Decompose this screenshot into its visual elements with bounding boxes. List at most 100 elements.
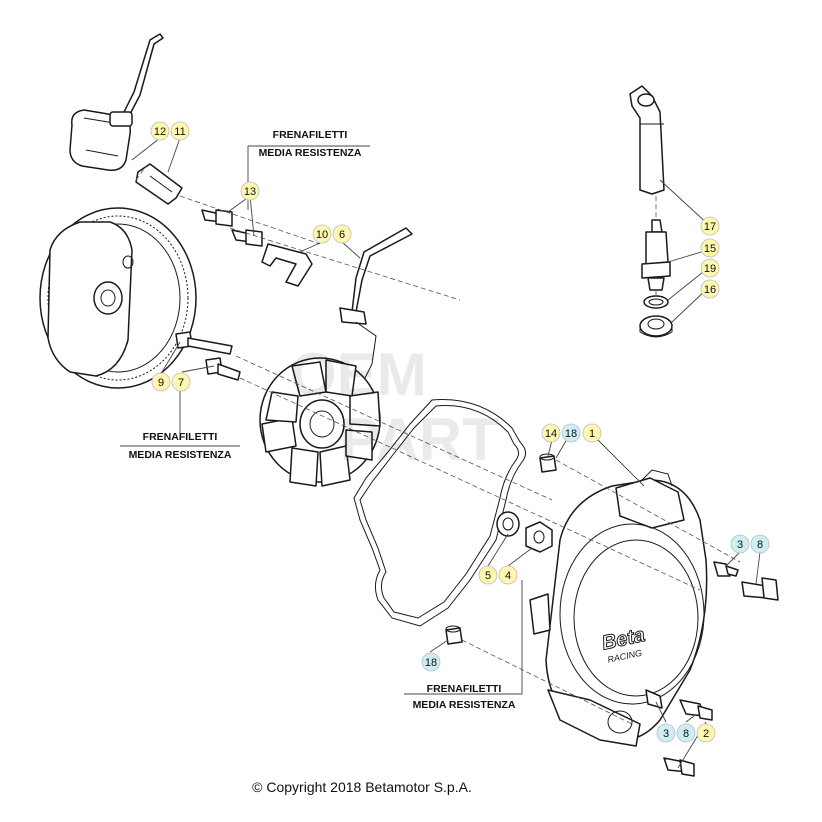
- callout-circle: [332, 224, 352, 244]
- callout-c8b: 8: [676, 723, 696, 743]
- flywheel-bolt-b: [205, 357, 241, 381]
- cover-bolt-b: [741, 577, 779, 601]
- watermark: OEM PART: [290, 341, 499, 473]
- note-left: FRENAFILETTI MEDIA RESISTENZA: [129, 431, 232, 461]
- callout-label: 6: [339, 229, 345, 241]
- svg-text:FRENAFILETTI: FRENAFILETTI: [427, 683, 502, 695]
- callout-label: 3: [737, 539, 743, 551]
- callout-circle: [240, 181, 260, 201]
- callout-label: 16: [704, 284, 716, 296]
- callout-circle: [582, 423, 602, 443]
- callout-c3b: 3: [656, 723, 676, 743]
- callout-circle: [696, 723, 716, 743]
- callout-c12: 12: [150, 121, 170, 141]
- flywheel: [39, 207, 197, 389]
- dowel-pin-b: [445, 625, 463, 645]
- callout-label: 10: [316, 229, 328, 241]
- svg-text:MEDIA RESISTENZA: MEDIA RESISTENZA: [413, 699, 516, 711]
- pickup-sensor: [69, 33, 164, 172]
- wire-clip: [261, 243, 313, 287]
- seal-ring: [639, 315, 673, 338]
- callout-label: 9: [158, 377, 164, 389]
- callout-circle: [498, 565, 518, 585]
- svg-text:FRENAFILETTI: FRENAFILETTI: [143, 431, 218, 443]
- callout-c9: 9: [151, 372, 171, 392]
- callout-circle: [312, 224, 332, 244]
- callout-c16: 16: [700, 279, 720, 299]
- callout-c4: 4: [498, 565, 518, 585]
- callout-circle: [171, 372, 191, 392]
- screw-13-b: [231, 229, 263, 247]
- callout-circle: [700, 238, 720, 258]
- sensor-sleeve: [135, 163, 183, 205]
- callout-label: 3: [663, 728, 669, 740]
- washer: [496, 511, 520, 537]
- callout-label: 12: [154, 126, 166, 138]
- dowel-pin-a: [539, 453, 557, 473]
- callout-circle: [700, 216, 720, 236]
- callout-circle: [656, 723, 676, 743]
- callout-circle: [676, 723, 696, 743]
- callout-label: 1: [589, 428, 595, 440]
- callout-label: 14: [545, 428, 557, 440]
- callout-circle: [151, 372, 171, 392]
- cover-bolt-c: [645, 689, 663, 709]
- stator: [259, 357, 381, 487]
- svg-text:FRENAFILETTI: FRENAFILETTI: [273, 129, 348, 141]
- callout-c10: 10: [312, 224, 332, 244]
- spark-plug-cap: [629, 85, 665, 195]
- ignition-cover: Beta RACING: [529, 469, 708, 747]
- nut: [525, 521, 553, 553]
- callout-circle: [478, 565, 498, 585]
- callout-c7: 7: [171, 372, 191, 392]
- callout-circle: [750, 534, 770, 554]
- callout-circle: [541, 423, 561, 443]
- cover-gasket: [353, 399, 526, 627]
- alignment-lines: [135, 165, 741, 725]
- callout-c15: 15: [700, 238, 720, 258]
- callout-circle: [700, 279, 720, 299]
- callout-c14: 14: [541, 423, 561, 443]
- callout-c2: 2: [696, 723, 716, 743]
- callout-c18b: 18: [421, 652, 441, 672]
- callout-label: 8: [683, 728, 689, 740]
- callout-label: 7: [178, 377, 184, 389]
- svg-text:MEDIA RESISTENZA: MEDIA RESISTENZA: [129, 449, 232, 461]
- callout-label: 17: [704, 221, 716, 233]
- cover-bolt-e: [663, 757, 695, 777]
- svg-text:MEDIA RESISTENZA: MEDIA RESISTENZA: [259, 147, 362, 159]
- copyright-text: © Copyright 2018 Betamotor S.p.A.: [252, 779, 472, 795]
- callout-circle: [730, 534, 750, 554]
- callout-circle: [150, 121, 170, 141]
- callout-label: 11: [174, 126, 185, 138]
- callout-circle: [421, 652, 441, 672]
- callout-c19: 19: [700, 258, 720, 278]
- spark-plug: [641, 219, 671, 291]
- callout-label: 18: [565, 428, 577, 440]
- callout-c8a: 8: [750, 534, 770, 554]
- callout-label: 13: [244, 186, 256, 198]
- callout-label: 18: [425, 657, 437, 669]
- svg-text:PART: PART: [340, 406, 499, 473]
- cover-bolt-d: [679, 699, 713, 721]
- callout-circle: [700, 258, 720, 278]
- callout-c18a: 18: [561, 423, 581, 443]
- callout-c5: 5: [478, 565, 498, 585]
- callout-label: 15: [704, 243, 716, 255]
- flywheel-bolt-a: [175, 331, 233, 355]
- note-top: FRENAFILETTI MEDIA RESISTENZA: [259, 129, 362, 159]
- note-bottom: FRENAFILETTI MEDIA RESISTENZA: [413, 683, 516, 711]
- callout-c6: 6: [332, 224, 352, 244]
- callout-circle: [170, 121, 190, 141]
- callout-c13: 13: [240, 181, 260, 201]
- callout-c17: 17: [700, 216, 720, 236]
- svg-text:OEM: OEM: [290, 341, 427, 408]
- callout-c11: 11: [170, 121, 190, 141]
- callout-circle: [561, 423, 581, 443]
- sealing-washer: [643, 295, 669, 309]
- cover-bolt-a: [713, 561, 739, 577]
- callout-c3a: 3: [730, 534, 750, 554]
- callout-c1: 1: [582, 423, 602, 443]
